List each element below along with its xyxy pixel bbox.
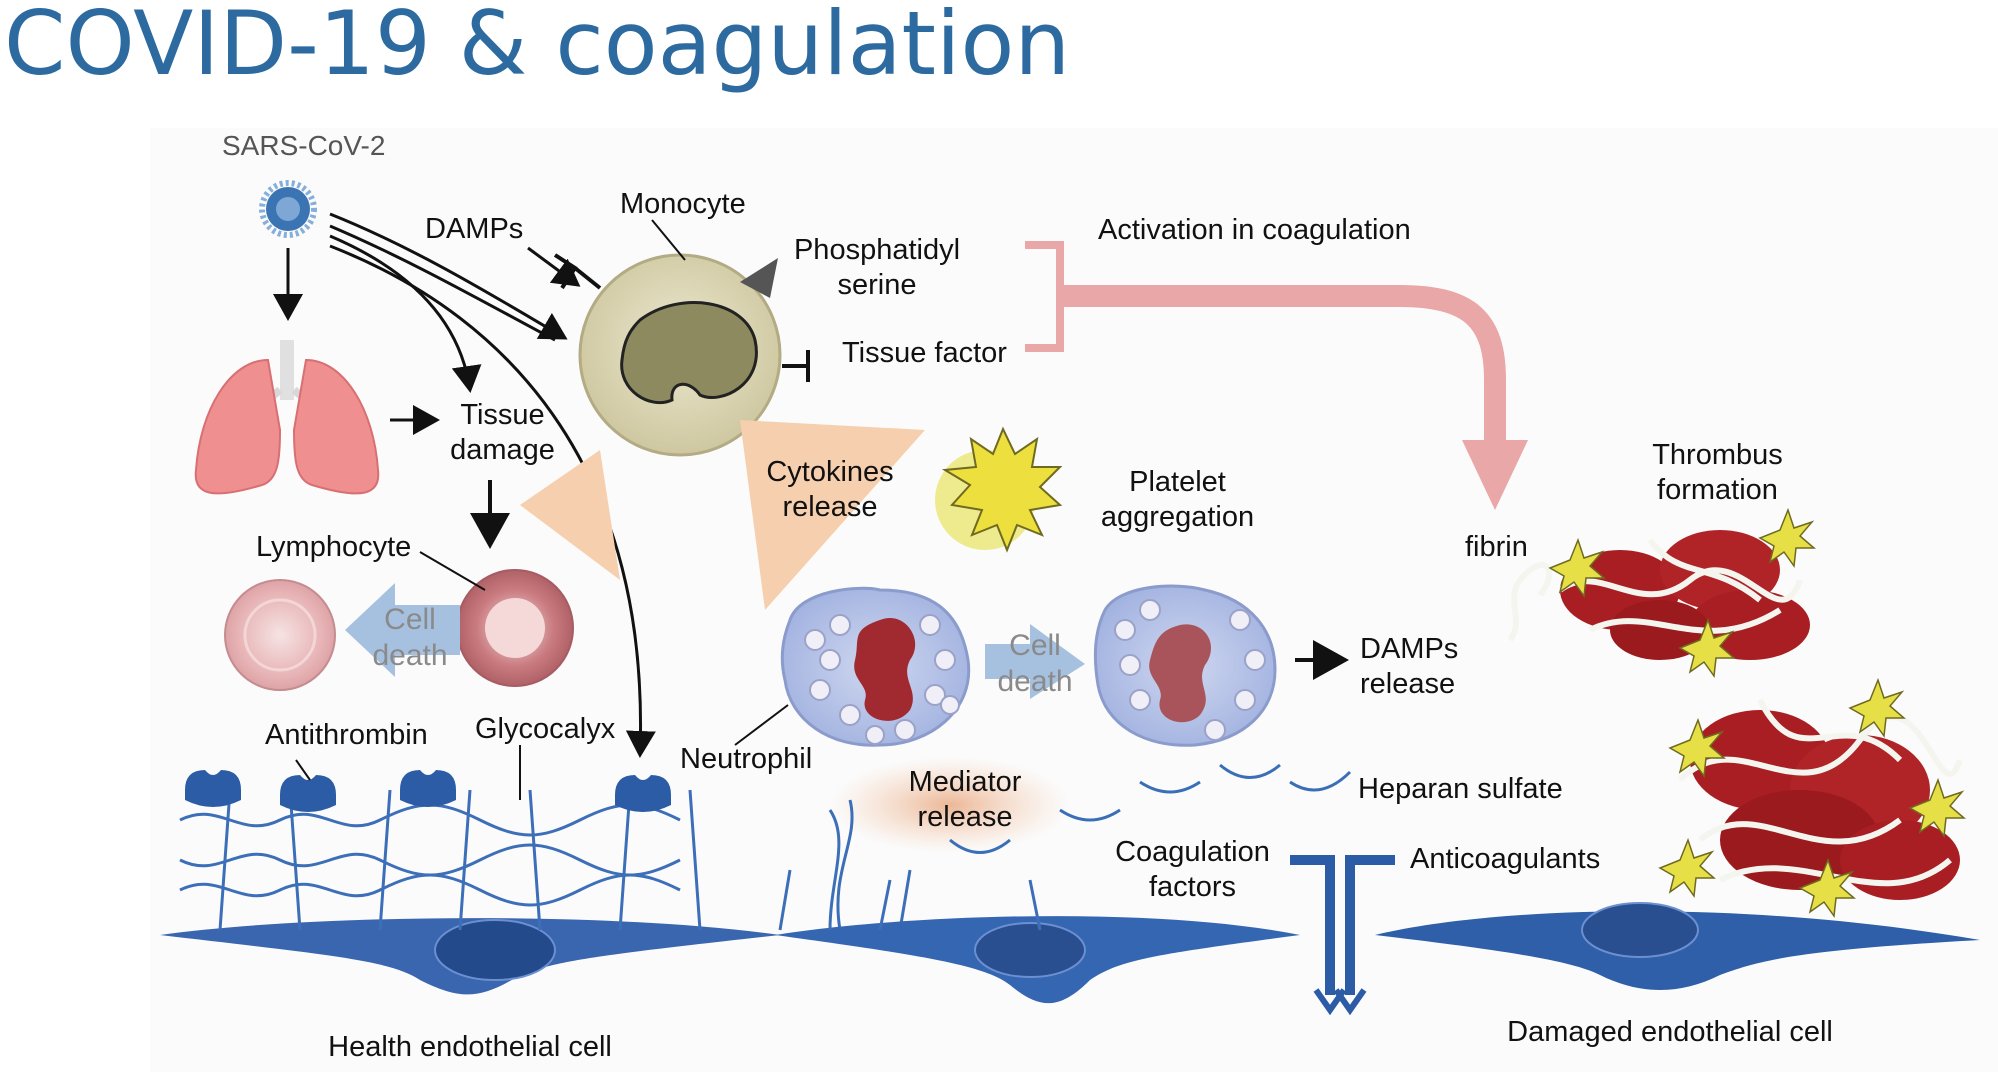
monocyte-cell [578, 253, 810, 457]
virus-tissue-arrow [329, 234, 482, 393]
damps-label: DAMPs [425, 213, 524, 245]
slide-title: COVID-19 & coagulation [4, 0, 1071, 95]
platelet-label-1: Platelet [1129, 466, 1226, 498]
receptor-icon [553, 253, 602, 290]
dead-lymphocyte [224, 579, 336, 691]
lungs-icon [194, 340, 380, 495]
damps-release-label-1: DAMPs [1360, 633, 1459, 665]
coag-factors-label-1: Coagulation [1115, 836, 1270, 868]
virus-monocyte-arrow-1 [329, 212, 568, 340]
lymphocyte-label: Lymphocyte [256, 531, 412, 563]
virus-icon [259, 180, 317, 238]
healthy-endothelial-label: Health endothelial cell [328, 1031, 612, 1063]
platelet-stars [1548, 507, 1967, 919]
monocyte-pointer [651, 219, 686, 261]
lymphocyte-death-arrow [345, 583, 460, 677]
activation-label: Activation in coagulation [1098, 214, 1411, 246]
coag-factors-label-2: factors [1148, 871, 1237, 903]
mediator-label-1: Mediator [908, 766, 1022, 798]
damps-release-label-2: release [1360, 668, 1456, 700]
antithrombin-pointer [295, 759, 311, 781]
activation-arrow [1025, 241, 1528, 510]
neutrophil-granules-2 [1114, 599, 1266, 741]
neutrophil-label: Neutrophil [680, 743, 813, 775]
mediator-label-2: release [917, 801, 1013, 833]
tissue-factor-label: Tissue factor [842, 337, 1007, 369]
damaged-endothelial-cell [1375, 902, 1980, 990]
neutrophil-cell-death-label-1: Cell [1009, 629, 1061, 662]
cytokines-label-2: release [782, 491, 878, 523]
phosphatidyl-label-1: Phosphatidyl [793, 234, 961, 266]
cytokines-label-1: Cytokines [766, 456, 894, 488]
cytokine-triangle-1 [520, 450, 620, 580]
thrombus-lower [1677, 698, 1963, 900]
damaged-endothelial-label: Damaged endothelial cell [1507, 1016, 1833, 1048]
tissue-damage-label-2: damage [450, 434, 555, 466]
thrombus-label-2: formation [1657, 474, 1778, 506]
middle-endothelial-cell [775, 809, 1300, 1004]
monocyte-label: Monocyte [620, 188, 746, 220]
lymphocyte-pointer [419, 551, 486, 591]
antithrombin-label: Antithrombin [265, 719, 428, 751]
tissue-damage-label-1: Tissue [460, 399, 545, 431]
lymphocyte-cell-death-label-1: Cell [384, 603, 436, 636]
thrombus-upper [1507, 530, 1810, 660]
healthy-endothelial-cell [160, 918, 780, 995]
thrombus-label-1: Thrombus [1652, 439, 1783, 471]
heparan-sulfate-label: Heparan sulfate [1358, 773, 1563, 805]
platelet-cluster [935, 426, 1063, 553]
platelet-label-2: aggregation [1100, 501, 1255, 533]
antithrombin-molecules [185, 770, 671, 812]
virus-monocyte-line-2 [329, 224, 556, 342]
neutrophil-granules-1 [804, 614, 960, 745]
neutrophil-cell-death-label-2: death [997, 665, 1073, 698]
fibrin-label: fibrin [1465, 531, 1528, 563]
glycocalyx-network [179, 789, 912, 931]
lymphocyte-cell-death-label-2: death [372, 639, 448, 672]
coag-anticoag-arrows [1290, 855, 1395, 1016]
virus-glycocalyx-arrow [329, 244, 656, 758]
sars-cov-2-label: SARS-CoV-2 [222, 130, 386, 161]
anticoagulants-label: Anticoagulants [1410, 843, 1601, 875]
mediator-cloud [830, 757, 1070, 853]
neutrophil-death-arrow [985, 624, 1085, 699]
glycocalyx-label: Glycocalyx [475, 713, 616, 745]
heparan-sulfate-fragments [949, 763, 1352, 854]
cytokine-triangle-2 [740, 420, 925, 610]
neutrophil-pointer [734, 704, 789, 746]
phosphatidyl-label-2: serine [837, 269, 917, 301]
